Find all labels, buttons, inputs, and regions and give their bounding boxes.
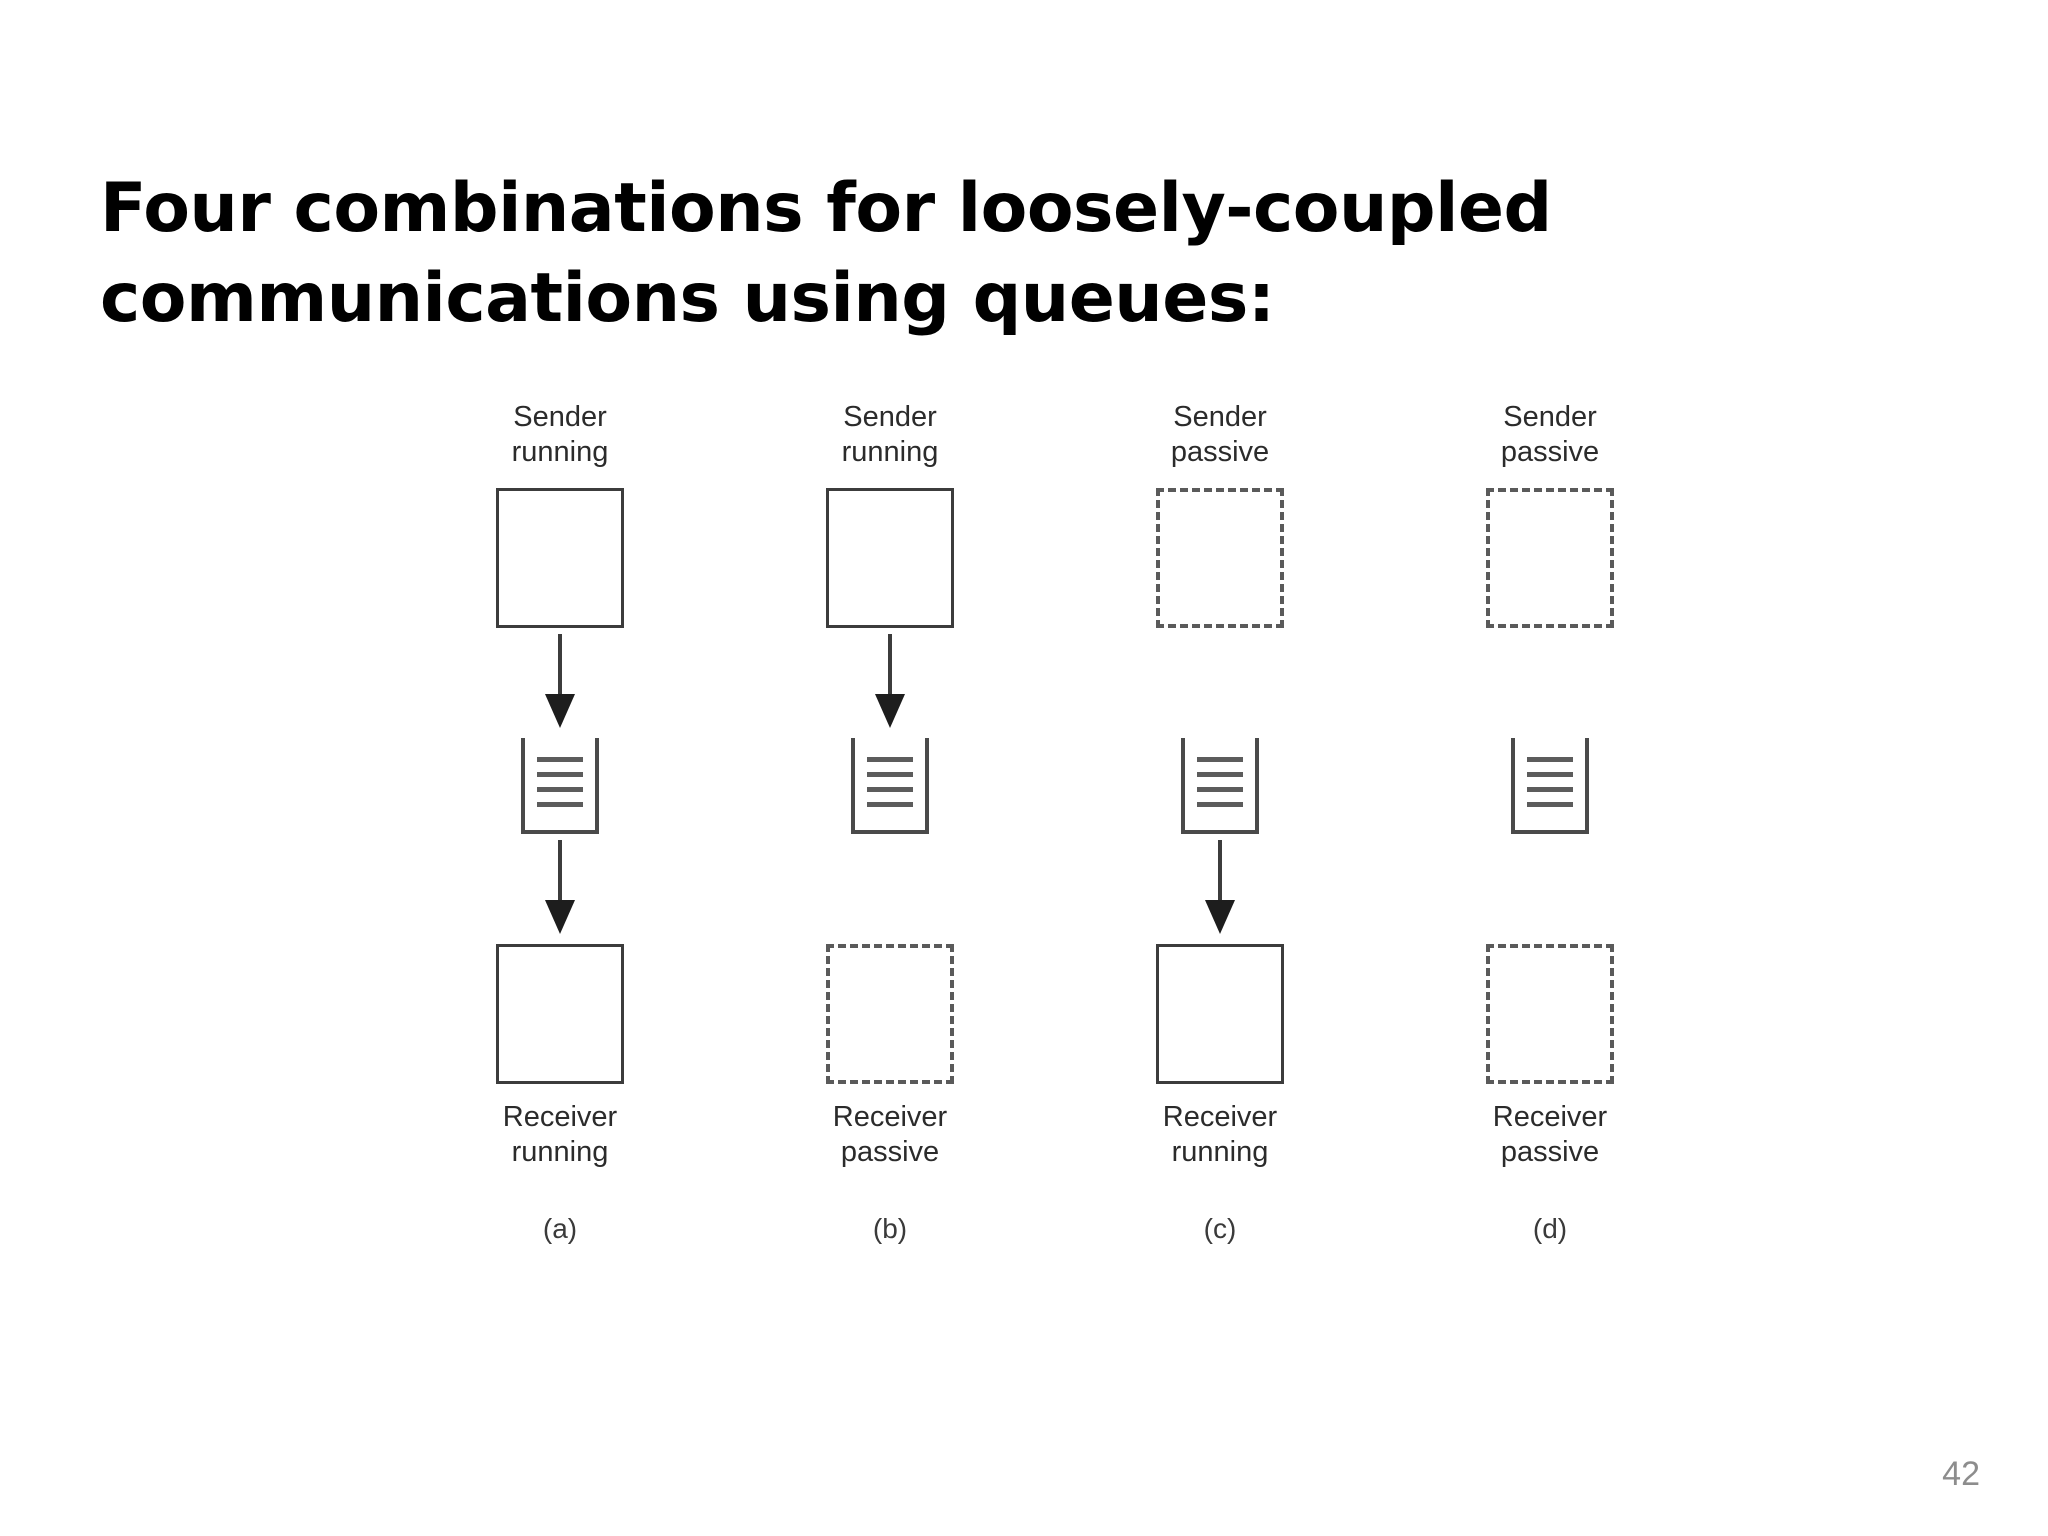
queue-message-line [1197, 801, 1243, 807]
receiver-label-b: Receiver passive [832, 1100, 948, 1169]
queue-icon-b [851, 737, 929, 834]
queue-to-receiver-arrow-b-absent [860, 834, 920, 944]
queue-to-receiver-arrow-a [530, 834, 590, 944]
sender-label-c: Sender passive [1170, 401, 1270, 469]
queue-message-line [1527, 756, 1573, 762]
receiver-box-b [826, 943, 954, 1084]
receiver-box-d [1486, 943, 1614, 1084]
receiver-box-c [1156, 943, 1284, 1084]
sender-box-b [826, 487, 954, 628]
queue-to-receiver-arrow-d-absent [1520, 834, 1580, 944]
queue-message-line [867, 801, 913, 807]
down-arrow-head-icon [545, 693, 575, 728]
down-arrow-head-icon [1205, 899, 1235, 934]
receiver-box-a [496, 943, 624, 1084]
receiver-label-d: Receiver passive [1492, 1100, 1608, 1169]
receiver-label-a: Receiver running [502, 1100, 618, 1169]
column-caption-d: (d) [1532, 1212, 1568, 1244]
queue-message-line [1527, 771, 1573, 777]
queue-icon-a [521, 737, 599, 834]
diagram-column-d: Sender passive Receiver passive (d) [1445, 400, 1655, 1245]
queue-message-line [1197, 756, 1243, 762]
queue-message-line [1527, 801, 1573, 807]
queue-message-line [867, 771, 913, 777]
sender-to-queue-arrow-a [530, 628, 590, 738]
sender-label-d: Sender passive [1500, 401, 1600, 469]
sender-to-queue-arrow-b [860, 628, 920, 738]
queue-message-line [1527, 786, 1573, 792]
down-arrow-head-icon [545, 899, 575, 934]
queue-combinations-diagram: Sender running Receiver running (a) Send… [455, 400, 1755, 1390]
queue-message-line [1197, 786, 1243, 792]
column-caption-b: (b) [872, 1212, 908, 1244]
down-arrow-icon [888, 633, 892, 700]
down-arrow-icon [558, 633, 562, 700]
sender-box-a [496, 487, 624, 628]
sender-label-a: Sender running [511, 401, 609, 469]
queue-message-line [537, 801, 583, 807]
queue-icon-c [1181, 737, 1259, 834]
diagram-column-b: Sender running Receiver passive (b) [785, 400, 995, 1245]
sender-box-c [1156, 487, 1284, 628]
sender-to-queue-arrow-c-absent [1190, 628, 1250, 738]
diagram-column-a: Sender running Receiver running (a) [455, 400, 665, 1245]
queue-icon-d [1511, 737, 1589, 834]
queue-message-line [537, 786, 583, 792]
down-arrow-head-icon [875, 693, 905, 728]
page-number: 42 [1942, 1455, 1980, 1493]
down-arrow-icon [1218, 839, 1222, 906]
queue-message-line [867, 756, 913, 762]
sender-label-b: Sender running [841, 401, 939, 469]
queue-message-line [867, 786, 913, 792]
receiver-label-c: Receiver running [1162, 1100, 1278, 1169]
sender-to-queue-arrow-d-absent [1520, 628, 1580, 738]
queue-message-line [537, 771, 583, 777]
column-caption-c: (c) [1203, 1212, 1237, 1244]
column-caption-a: (a) [542, 1212, 578, 1244]
diagram-column-c: Sender passive Receiver running (c) [1115, 400, 1325, 1245]
page-title: Four combinations for loosely-coupled co… [100, 168, 1552, 338]
queue-message-line [1197, 771, 1243, 777]
queue-message-line [537, 756, 583, 762]
queue-to-receiver-arrow-c [1190, 834, 1250, 944]
down-arrow-icon [558, 839, 562, 906]
sender-box-d [1486, 487, 1614, 628]
